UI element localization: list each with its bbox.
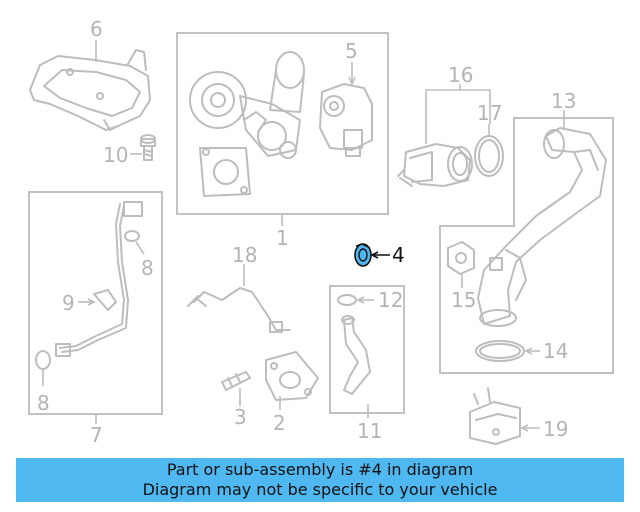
charge-pipe-part — [477, 127, 607, 327]
callout-18: 18 — [232, 243, 257, 267]
sensor-part — [447, 241, 475, 275]
o-ring-14-part — [475, 340, 525, 362]
arrow-5 — [348, 76, 356, 87]
callout-10: 10 — [103, 143, 128, 167]
callout-6: 6 — [90, 17, 103, 41]
leader-8a — [135, 241, 145, 255]
callout-14: 14 — [543, 339, 568, 363]
arrow-9 — [87, 298, 96, 306]
highlighted-nut-part[interactable] — [354, 243, 372, 267]
oil-return-line-part — [341, 315, 371, 395]
arrow-14 — [524, 347, 533, 355]
callout-16: 16 — [448, 63, 473, 87]
callout-15: 15 — [451, 288, 476, 312]
intake-pipe-part — [397, 143, 473, 187]
turbocharger-part — [189, 51, 305, 197]
callout-19: 19 — [543, 417, 568, 441]
group-box-oil-line — [28, 191, 163, 415]
callout-8-upper: 8 — [141, 256, 154, 280]
bracket-part — [469, 387, 521, 445]
callout-12: 12 — [378, 288, 403, 312]
leader-16 — [425, 89, 491, 144]
bolt-part — [140, 134, 156, 161]
callout-17: 17 — [477, 101, 502, 125]
callout-2: 2 — [273, 411, 286, 435]
info-banner: Part or sub-assembly is #4 in diagram Di… — [16, 458, 624, 502]
callout-11: 11 — [357, 419, 382, 443]
seal-ring-12-part — [337, 294, 357, 306]
callout-8-lower: 8 — [37, 391, 50, 415]
o-ring-17-part — [474, 135, 504, 177]
callout-13: 13 — [551, 89, 576, 113]
arrow-19 — [520, 424, 529, 432]
group-box-intercooler-pipe — [439, 117, 614, 374]
heat-shield-part — [29, 49, 151, 131]
oil-feed-line-part — [187, 287, 291, 333]
callout-4[interactable]: 4 — [392, 243, 405, 267]
arrow-4 — [370, 251, 379, 259]
oil-line-part — [55, 201, 143, 357]
callout-3: 3 — [234, 405, 247, 429]
wastegate-actuator-part — [319, 83, 373, 157]
banner-line-1: Part or sub-assembly is #4 in diagram — [166, 460, 474, 479]
arrow-12 — [356, 296, 365, 304]
callout-7: 7 — [90, 423, 103, 447]
seal-ring-8b-part — [35, 350, 51, 370]
callout-1: 1 — [276, 226, 289, 250]
group-box-return-line — [329, 285, 405, 414]
callout-5: 5 — [345, 39, 358, 63]
gasket-part — [265, 351, 319, 401]
stud-part — [221, 371, 251, 391]
banner-line-2: Diagram may not be specific to your vehi… — [142, 480, 498, 499]
callout-9: 9 — [62, 291, 75, 315]
